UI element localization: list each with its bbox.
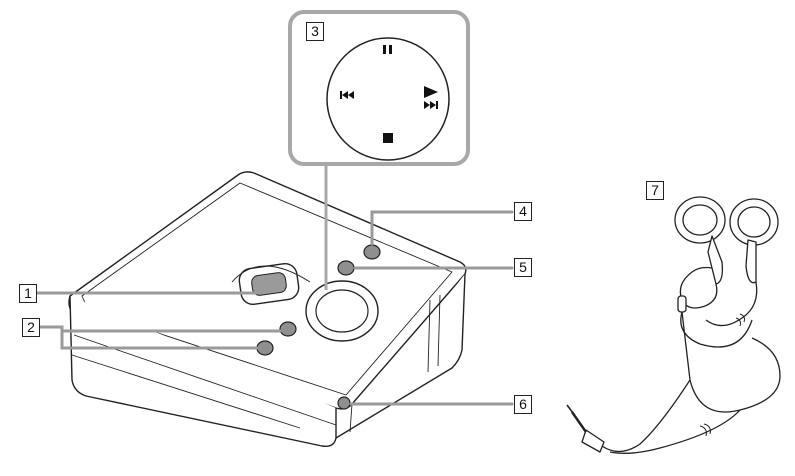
play-next-track-icon xyxy=(424,86,438,109)
zoom-frame xyxy=(288,10,470,290)
minidisc-player xyxy=(68,171,467,448)
callout-3: 3 xyxy=(306,22,324,41)
control-pad xyxy=(326,37,450,161)
callout-6: 6 xyxy=(514,395,532,414)
callout-1: 1 xyxy=(19,284,37,303)
player-front-face xyxy=(69,295,337,448)
stop-icon xyxy=(383,133,393,143)
callout-5: 5 xyxy=(514,258,532,277)
pause-icon xyxy=(383,45,392,54)
previous-track-icon xyxy=(340,91,354,99)
player-right-face xyxy=(335,273,466,439)
left-earbud xyxy=(674,196,726,244)
button-5 xyxy=(337,260,355,276)
button-4 xyxy=(363,244,381,260)
headphone-plug xyxy=(581,429,605,453)
control-ring-inner xyxy=(315,289,369,333)
earphones xyxy=(566,196,781,454)
jack-6 xyxy=(337,396,351,410)
button-2a xyxy=(279,321,297,337)
callout-7: 7 xyxy=(646,181,664,200)
button-2b xyxy=(256,340,274,356)
callout-4: 4 xyxy=(514,202,532,221)
callout-lines xyxy=(34,210,514,406)
callout-2: 2 xyxy=(22,318,40,337)
right-earbud xyxy=(729,198,779,246)
